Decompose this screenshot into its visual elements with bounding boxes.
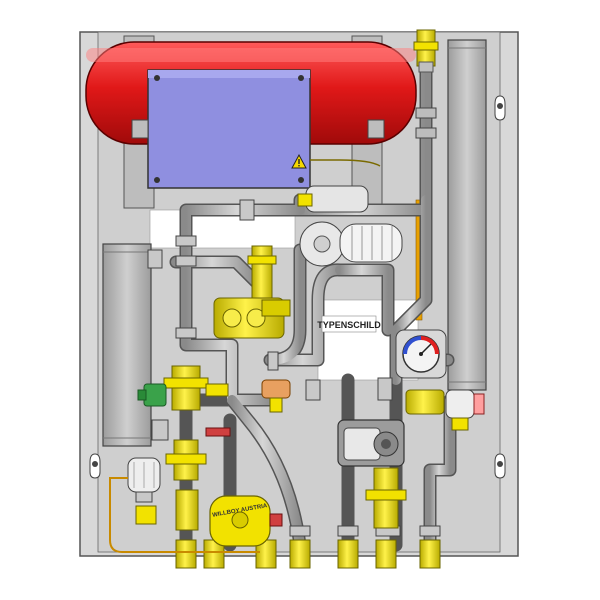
plate-heat-exchanger-left bbox=[102, 243, 152, 447]
zone-valve: WILLBOY AUSTRIA bbox=[135, 495, 283, 547]
air-vent-valve bbox=[413, 29, 439, 73]
pipe-coupling bbox=[415, 127, 437, 139]
thermostatic-valve bbox=[297, 185, 403, 267]
hanging-slot-icon bbox=[494, 95, 506, 121]
green-ball-valve bbox=[137, 383, 167, 407]
warning-triangle-icon bbox=[291, 153, 307, 169]
capillary-tube bbox=[109, 477, 260, 553]
circulation-pump bbox=[337, 419, 405, 467]
check-valve bbox=[261, 379, 291, 413]
pipe-coupling bbox=[415, 107, 437, 119]
safety-valve-group bbox=[405, 389, 485, 431]
pressure-gauge bbox=[395, 329, 447, 379]
control-box bbox=[131, 69, 385, 189]
sensor-cable bbox=[309, 159, 381, 167]
thermostatic-head bbox=[127, 457, 161, 503]
bottom-valves bbox=[175, 467, 441, 569]
hose-clip bbox=[205, 427, 231, 437]
pipe-fittings bbox=[147, 199, 441, 537]
brass-valves-left bbox=[163, 365, 229, 531]
bracket-clip bbox=[131, 119, 149, 139]
plate-heat-exchanger-right bbox=[447, 39, 487, 391]
hanging-slot-icon bbox=[494, 453, 506, 479]
bracket-clip bbox=[367, 119, 385, 139]
nameplate-text: TYPENSCHILD bbox=[317, 320, 381, 330]
brass-mixing-block bbox=[213, 245, 291, 339]
hanging-slot-icon bbox=[89, 453, 101, 479]
nameplate: TYPENSCHILD bbox=[317, 315, 381, 333]
